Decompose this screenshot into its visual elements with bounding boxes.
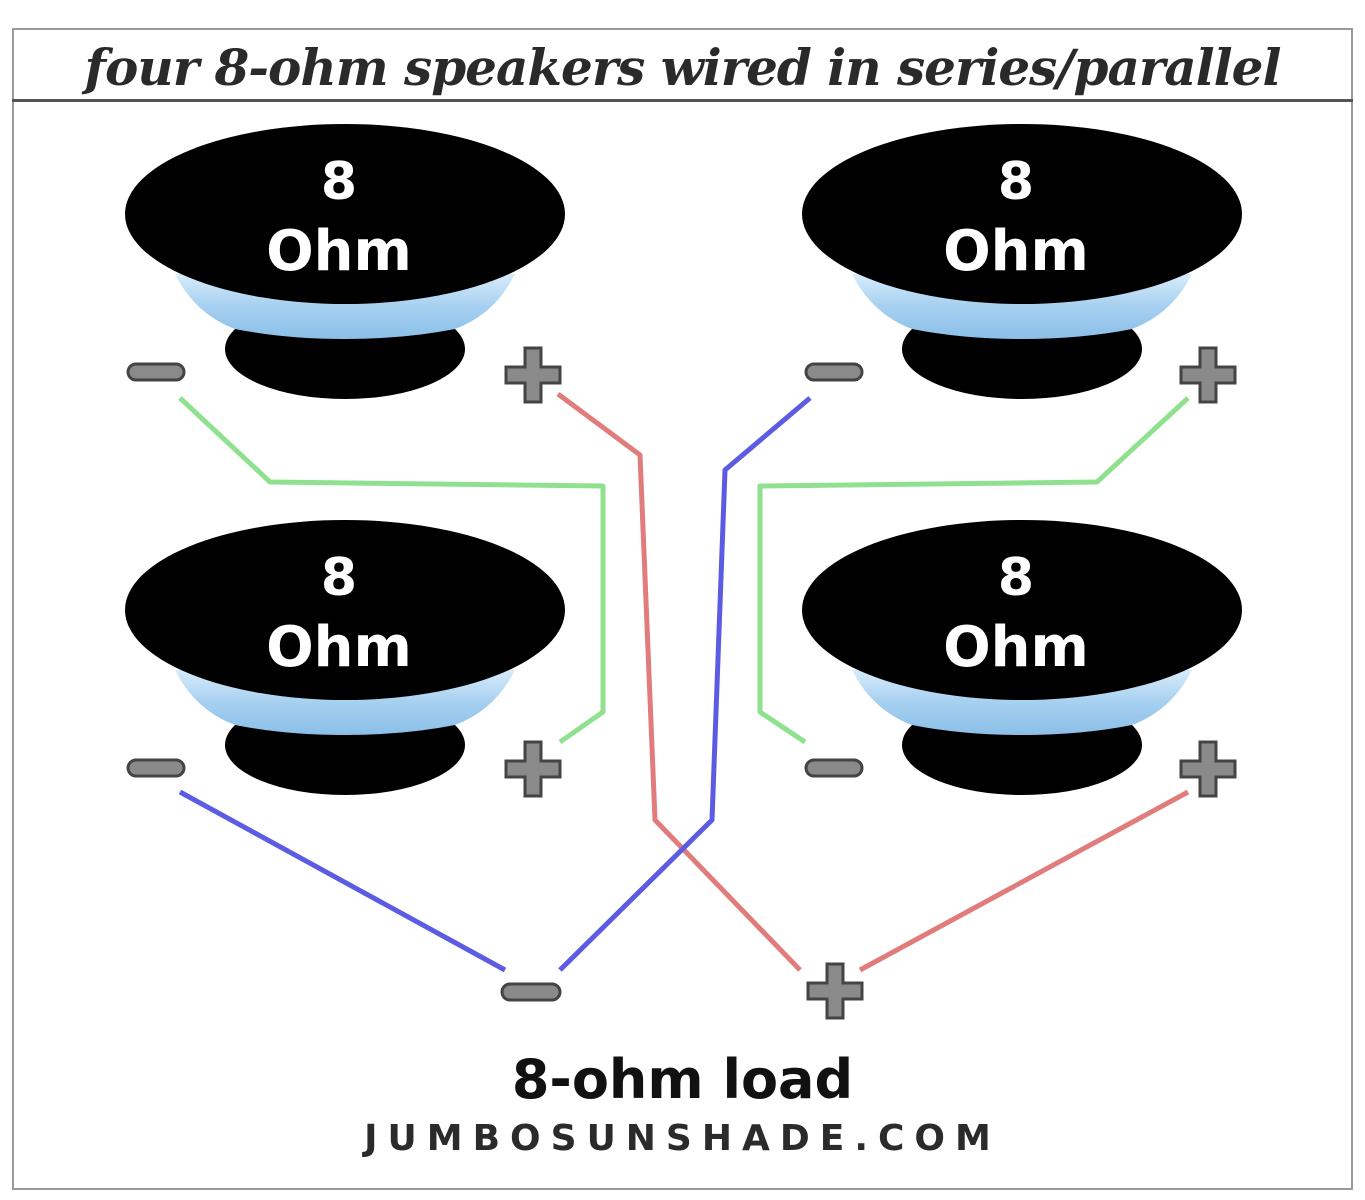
wire-green-left [178,396,606,745]
wire-red-bottom-right [858,789,1190,973]
minus-terminal-top-right [804,362,864,382]
speaker-value: 8 [320,152,358,212]
wire-green-right [757,396,1190,745]
speaker-value: 8 [997,152,1035,212]
minus-terminal-bottom-left [126,758,186,778]
speaker-top-right [802,124,1242,399]
speaker-bottom-left [125,520,565,795]
minus-terminal-load [500,982,562,1002]
diagram-title: four 8-ohm speakers wired in series/para… [84,38,1282,97]
speaker-label-bottom-left: 8 Ohm [189,552,489,676]
plus-terminal-bottom-right [1179,740,1237,798]
speaker-unit: Ohm [943,615,1089,680]
speaker-top-left [125,124,565,399]
wire-blue-top-right [558,396,812,972]
plus-terminal-top-right [1179,346,1237,404]
title-bar [12,28,1353,102]
speaker-label-top-right: 8 Ohm [866,156,1166,280]
speaker-unit: Ohm [266,615,412,680]
load-label: 8-ohm load [511,1048,854,1111]
speaker-unit: Ohm [943,219,1089,284]
minus-terminal-top-left [126,362,186,382]
speaker-label-top-left: 8 Ohm [189,156,489,280]
speaker-bottom-right [802,520,1242,795]
plus-terminal-bottom-left [504,740,562,798]
plus-terminal-top-left [504,346,562,404]
watermark-text: JUMBOSUNSHADE.COM [364,1118,1001,1159]
plus-terminal-load [806,962,864,1020]
speaker-label-bottom-right: 8 Ohm [866,552,1166,676]
speaker-unit: Ohm [266,219,412,284]
wire-blue-bottom-left [178,789,507,973]
speaker-value: 8 [997,548,1035,608]
minus-terminal-bottom-right [804,758,864,778]
wire-red-top-left [556,391,802,972]
speaker-value: 8 [320,548,358,608]
